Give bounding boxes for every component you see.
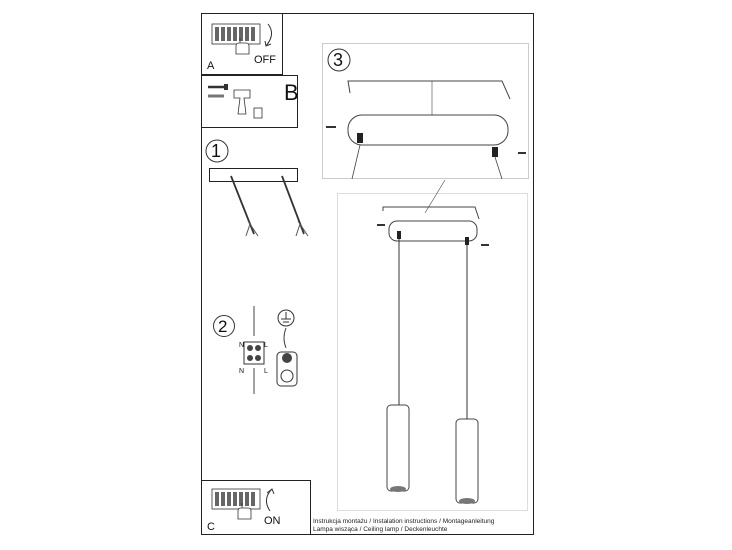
step-c-letter: C — [207, 521, 215, 533]
on-arrow-icon — [266, 488, 275, 512]
step-b-panel: B — [201, 75, 299, 128]
step-1-mounting-screws — [230, 175, 309, 237]
assembled-lamp-drawing — [377, 179, 489, 504]
step-1-number-circle — [205, 139, 229, 163]
hand-icon — [237, 503, 252, 520]
wire-n-bottom: N — [239, 368, 245, 375]
hand-icon — [235, 38, 250, 55]
step-a-letter: A — [207, 60, 215, 72]
footer-instructions-title: Instrukcja montażu / Instalation instruc… — [313, 518, 495, 525]
dowel-icon — [208, 94, 224, 98]
assembly-panel — [337, 193, 528, 511]
step-c-state: ON — [264, 515, 281, 527]
step-3-number-circle — [327, 48, 351, 72]
ground-symbol-icon — [276, 309, 298, 387]
off-arrow-icon — [264, 23, 272, 47]
screw-icon — [208, 84, 228, 90]
step-2-number-circle — [213, 315, 235, 337]
step-c-panel: ON C — [201, 480, 311, 535]
fuse-box-icon — [211, 488, 261, 510]
wire-l-bottom: L — [264, 368, 268, 375]
fuse-box-icon — [211, 23, 261, 45]
wire-l-top: L — [264, 342, 268, 349]
instruction-sheet — [201, 13, 534, 535]
terminal-block-icon — [243, 306, 265, 394]
step-2-number: 2 — [218, 317, 228, 336]
footer-product-name: Lampa wisząca / Ceiling lamp / Deckenleu… — [313, 526, 448, 533]
drill-icon — [233, 89, 263, 119]
canopy-detail-drawing — [326, 80, 526, 180]
step-a-state: OFF — [254, 54, 276, 66]
step-b-letter: B — [284, 80, 299, 105]
wire-n-top: N — [239, 342, 245, 349]
step-1-number: 1 — [211, 141, 222, 161]
step-3-number: 3 — [333, 50, 344, 70]
step-a-panel: OFF A — [201, 13, 283, 75]
